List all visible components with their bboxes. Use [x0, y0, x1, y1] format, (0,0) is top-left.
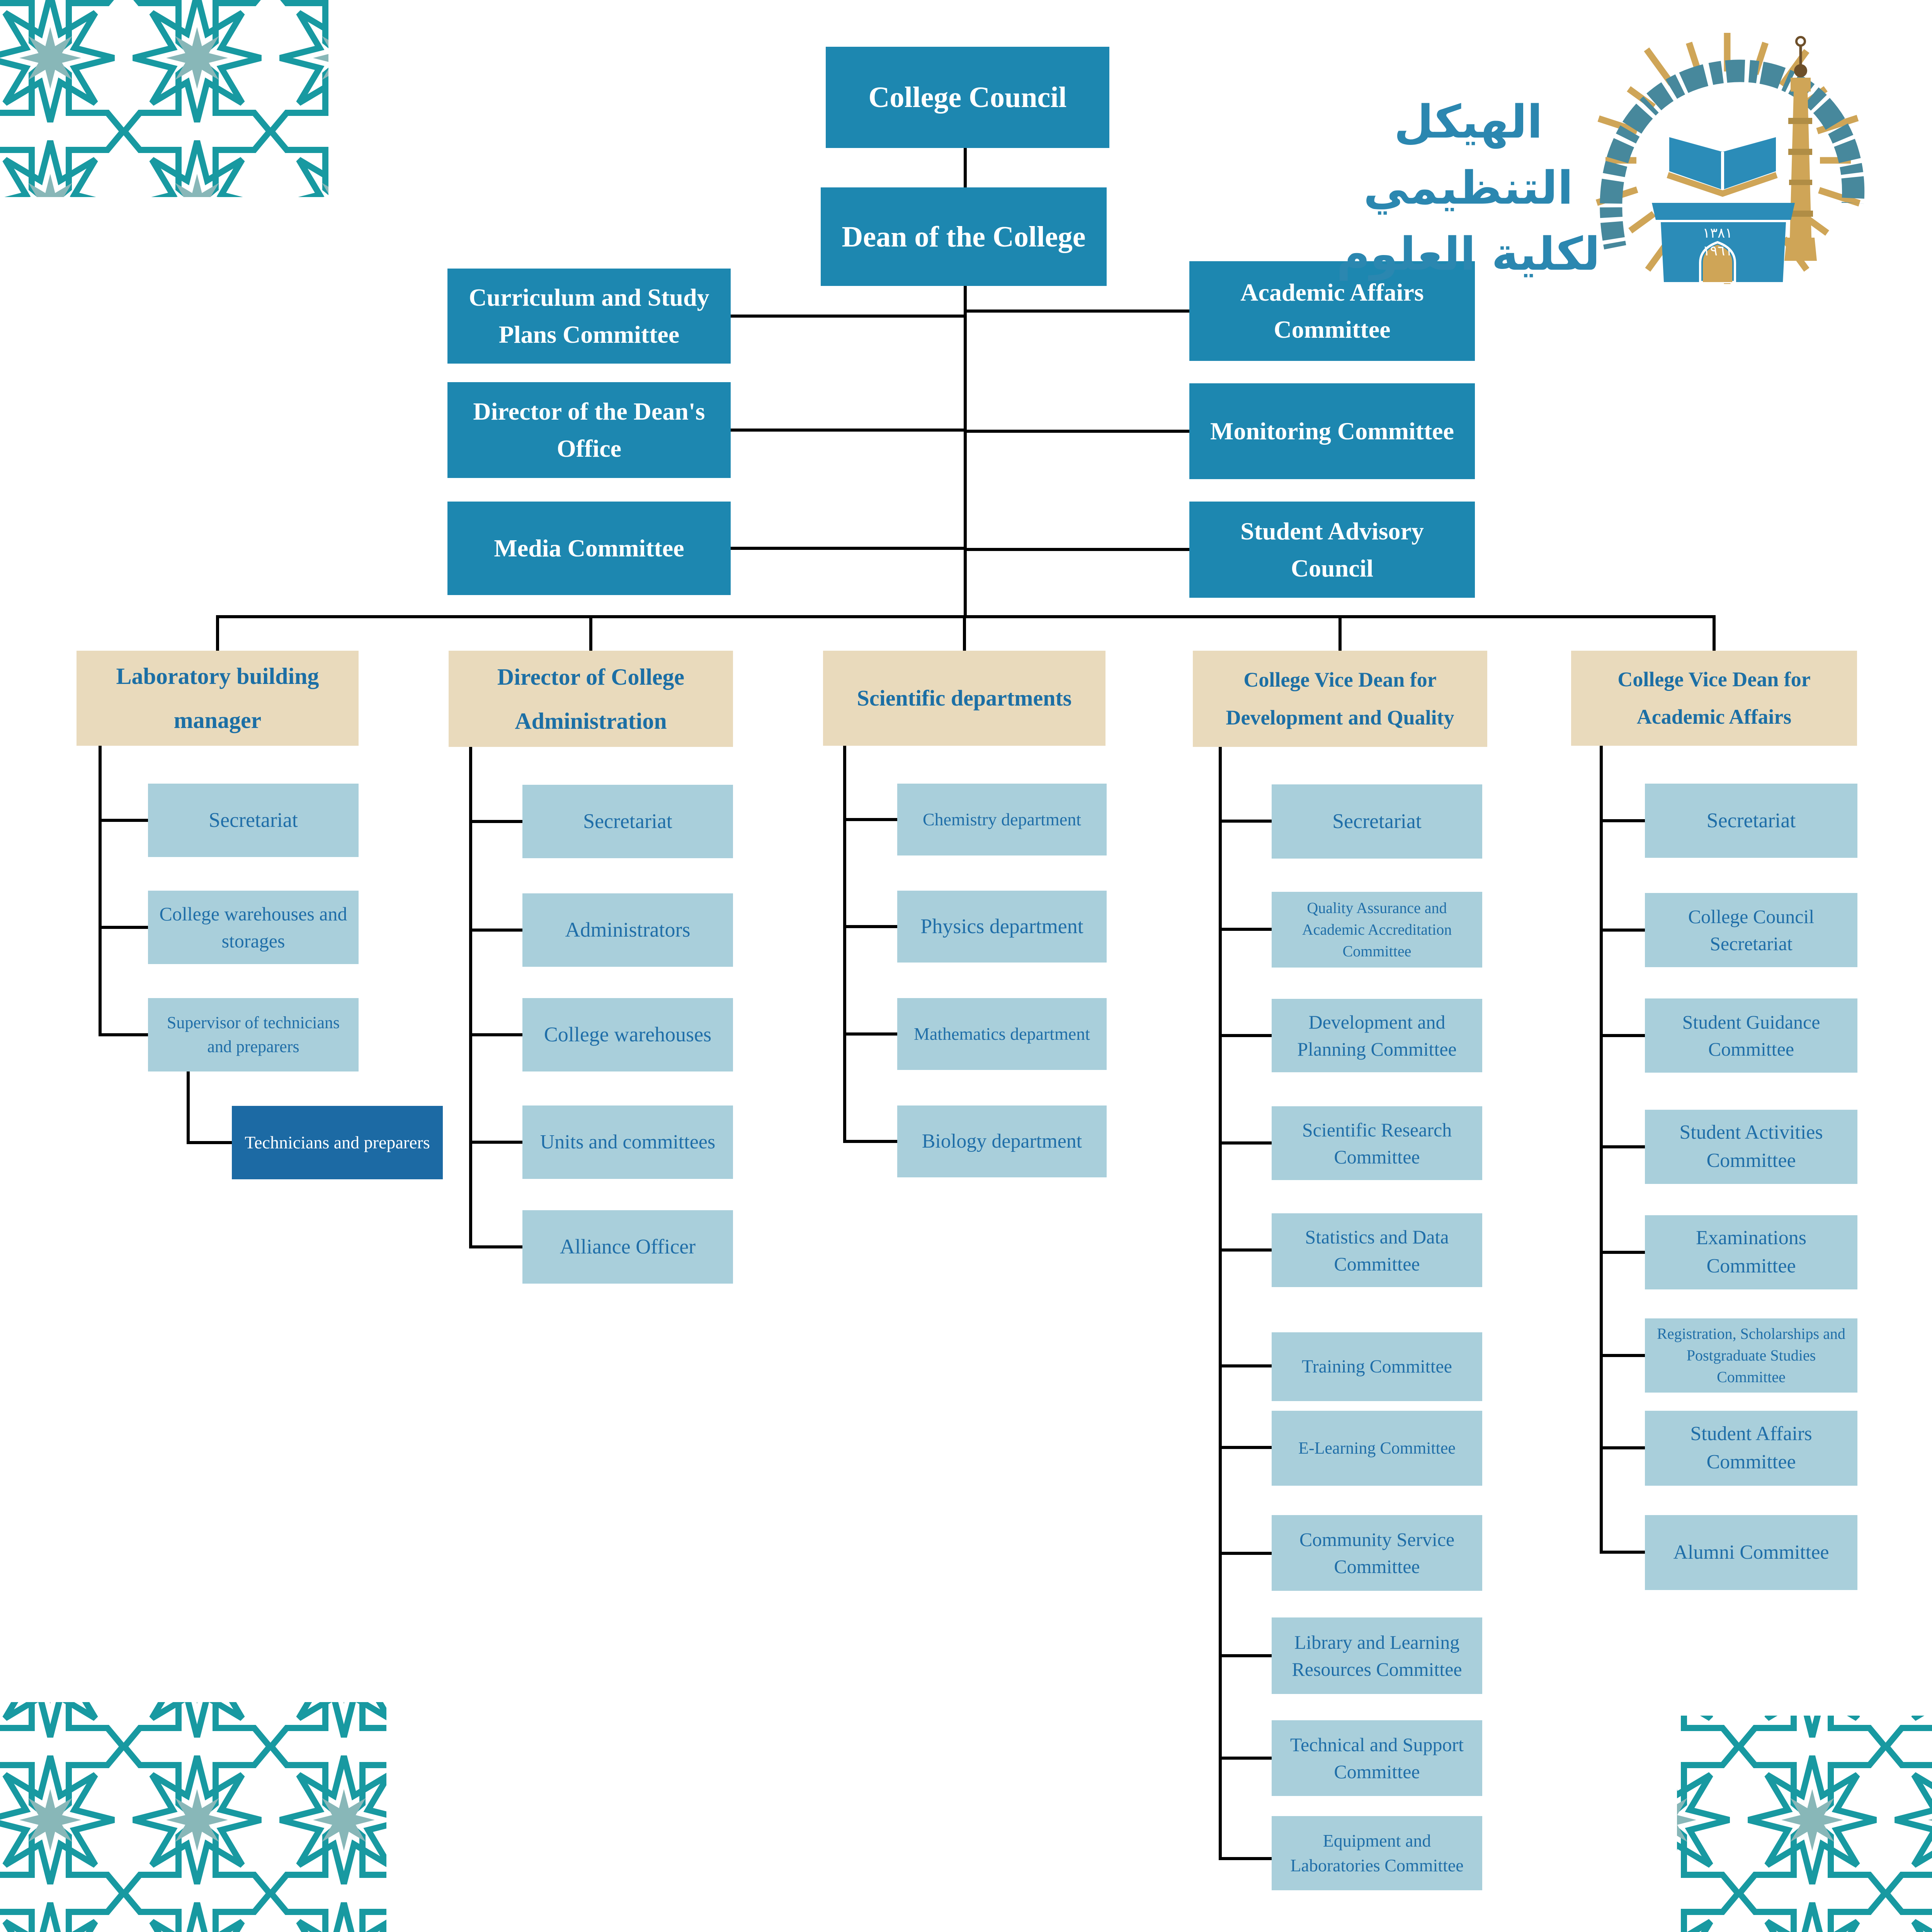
- node-college-warehouses: College warehouses: [522, 998, 733, 1071]
- node-monitoring-committee: Monitoring Committee: [1189, 383, 1475, 479]
- pattern-bottom-left: [0, 1702, 386, 1932]
- node-lab-secretariat: Secretariat: [148, 784, 359, 857]
- page-title-arabic: الهيكل التنظيمي لكلية العلوم: [1314, 89, 1623, 287]
- logo-calligraphy-arc-icon: [1600, 60, 1865, 250]
- logo-year-hijri: ١٣٨١: [1702, 225, 1732, 241]
- logo-book-icon: [1667, 137, 1778, 197]
- pattern-bottom-right: [1677, 1716, 1932, 1932]
- node-alumni-committee: Alumni Committee: [1645, 1515, 1857, 1590]
- node-administrators: Administrators: [522, 893, 733, 967]
- node-devq-secretariat: Secretariat: [1272, 784, 1482, 859]
- node-biology-department: Biology department: [897, 1105, 1107, 1177]
- node-technical-support-committee: Technical and Support Committee: [1272, 1720, 1482, 1796]
- node-statistics-data-committee: Statistics and Data Committee: [1272, 1213, 1482, 1287]
- node-alliance-officer: Alliance Officer: [522, 1210, 733, 1284]
- node-examinations-committee: Examinations Committee: [1645, 1215, 1857, 1289]
- node-technicians-and-preparers: Technicians and preparers: [232, 1106, 443, 1179]
- page-title-line1: الهيكل التنظيمي: [1363, 95, 1573, 215]
- node-equipment-laboratories-committee: Equipment and Laboratories Committee: [1272, 1816, 1482, 1890]
- branch-header-vice-dean-academic-affairs: College Vice Dean for Academic Affairs: [1571, 651, 1857, 746]
- branch-header-scientific-departments: Scientific departments: [823, 651, 1105, 746]
- node-scientific-research-committee: Scientific Research Committee: [1272, 1106, 1482, 1180]
- node-academic-affairs-committee: Academic Affairs Committee: [1189, 261, 1475, 361]
- branch-header-director-college-administration: Director of College Administration: [449, 651, 733, 747]
- node-college-warehouses-storages: College warehouses and storages: [148, 891, 359, 964]
- node-units-and-committees: Units and committees: [522, 1105, 733, 1179]
- node-development-planning-committee: Development and Planning Committee: [1272, 999, 1482, 1072]
- islamic-university-logo: ١٣٨١ ١٩٦١: [1595, 33, 1865, 284]
- node-acad-secretariat: Secretariat: [1645, 784, 1857, 858]
- node-director-deans-office: Director of the Dean's Office: [447, 382, 731, 478]
- logo-year-gregorian: ١٩٦١: [1702, 243, 1732, 259]
- node-registration-scholarships-postgraduate-committee: Registration, Scholarships and Postgradu…: [1645, 1318, 1857, 1393]
- node-student-advisory-council: Student Advisory Council: [1189, 502, 1475, 598]
- logo-minaret-icon: [1784, 36, 1817, 261]
- node-admin-secretariat: Secretariat: [522, 785, 733, 858]
- branch-header-laboratory-building-manager: Laboratory building manager: [77, 651, 359, 746]
- pattern-top-left: [0, 0, 328, 197]
- node-student-guidance-committee: Student Guidance Committee: [1645, 998, 1857, 1073]
- node-mathematics-department: Mathematics department: [897, 998, 1107, 1070]
- node-student-activities-committee: Student Activities Committee: [1645, 1110, 1857, 1184]
- node-supervisor-technicians-preparers: Supervisor of technicians and preparers: [148, 998, 359, 1071]
- node-training-committee: Training Committee: [1272, 1332, 1482, 1401]
- branch-header-vice-dean-development-quality: College Vice Dean for Development and Qu…: [1193, 651, 1487, 747]
- node-media-committee: Media Committee: [447, 502, 731, 595]
- node-student-affairs-committee: Student Affairs Committee: [1645, 1411, 1857, 1486]
- node-quality-assurance-accreditation-committee: Quality Assurance and Academic Accredita…: [1272, 892, 1482, 968]
- node-chemistry-department: Chemistry department: [897, 784, 1107, 855]
- node-curriculum-study-plans-committee: Curriculum and Study Plans Committee: [447, 269, 731, 364]
- page-title-line2: لكلية العلوم: [1337, 227, 1600, 281]
- node-physics-department: Physics department: [897, 891, 1107, 963]
- node-dean-of-college: Dean of the College: [821, 187, 1107, 286]
- node-library-learning-resources-committee: Library and Learning Resources Committee: [1272, 1617, 1482, 1694]
- node-college-council-secretariat: College Council Secretariat: [1645, 893, 1857, 967]
- node-college-council: College Council: [826, 47, 1109, 148]
- node-community-service-committee: Community Service Committee: [1272, 1515, 1482, 1591]
- logo-building-icon: ١٣٨١ ١٩٦١: [1652, 203, 1795, 283]
- node-elearning-committee: E-Learning Committee: [1272, 1411, 1482, 1486]
